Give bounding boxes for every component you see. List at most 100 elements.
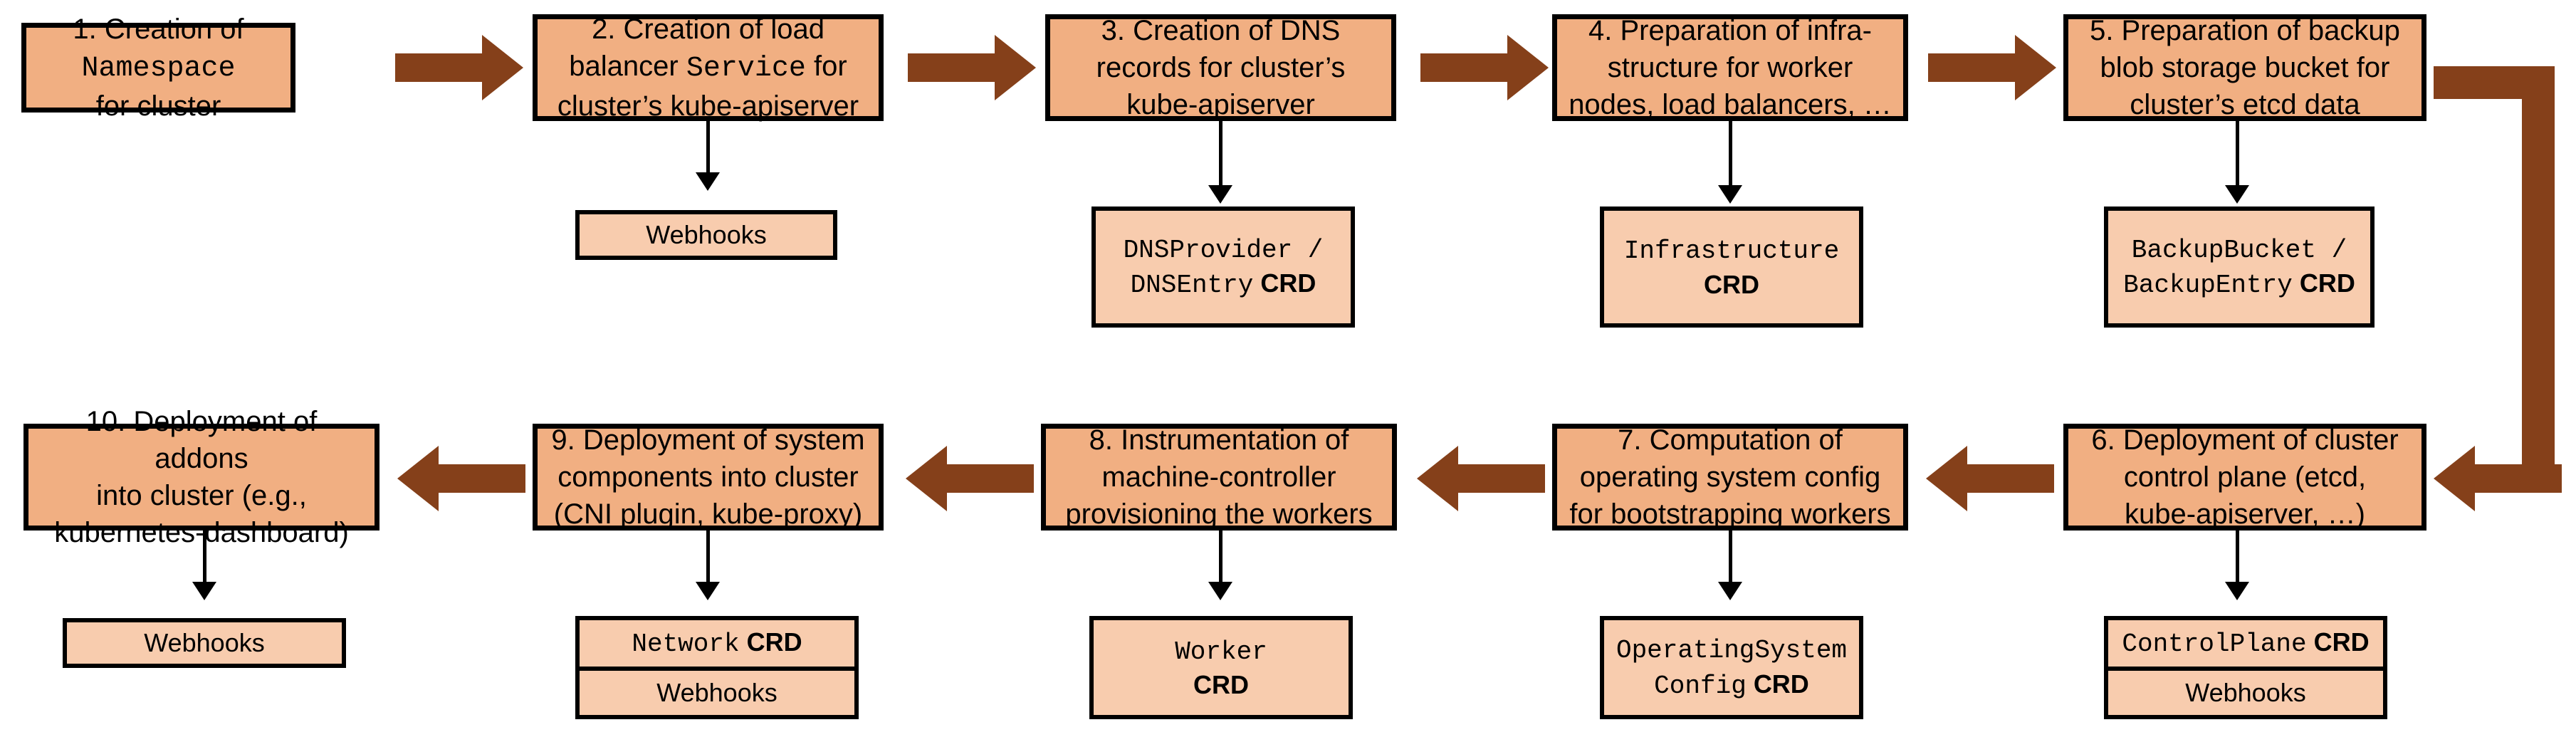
step-3-line-1: 3. Creation of DNS bbox=[1101, 15, 1341, 46]
step-6-line-2: control plane (etcd, bbox=[2123, 461, 2367, 493]
step-9-line-1: 9. Deployment of system bbox=[551, 424, 865, 456]
step-6-text: 6. Deployment of cluster control plane (… bbox=[2075, 422, 2414, 533]
flow-arrow-2-to-3 bbox=[908, 35, 1036, 100]
step-4-line-2: structure for worker bbox=[1607, 52, 1853, 83]
artifact-box-step-6[interactable]: ControlPlane CRD Webhooks bbox=[2104, 616, 2387, 719]
artifact-backup-line-1: BackupBucket / bbox=[2131, 235, 2347, 265]
connector-line-step-10 bbox=[203, 531, 206, 582]
step-5-text: 5. Preparation of backup blob storage bu… bbox=[2075, 12, 2414, 123]
flow-arrow-8-to-9 bbox=[906, 446, 1034, 511]
step-2-line-2-a: balancer bbox=[569, 51, 686, 82]
connector-line-step-4 bbox=[1729, 121, 1732, 185]
step-5-line-1: 5. Preparation of backup bbox=[2090, 15, 2400, 46]
step-2-line-2-c: for bbox=[805, 51, 847, 82]
step-8-text: 8. Instrumentation of machine-controller… bbox=[1053, 422, 1385, 533]
step-box-9[interactable]: 9. Deployment of system components into … bbox=[533, 424, 884, 531]
step-1-text: 1. Creation of Namespace for cluster bbox=[33, 11, 283, 125]
artifact-row-osc-crd: OperatingSystem Config CRD bbox=[1604, 620, 1859, 715]
artifact-osc-line-2-crd: CRD bbox=[1753, 669, 1809, 699]
step-box-2[interactable]: 2. Creation of load balancer Service for… bbox=[533, 14, 884, 122]
step-10-line-2: into cluster (e.g., bbox=[96, 480, 307, 511]
artifact-box-step-5[interactable]: BackupBucket / BackupEntry CRD bbox=[2104, 207, 2375, 328]
step-9-line-2: components into cluster bbox=[557, 461, 859, 493]
step-6-line-1: 6. Deployment of cluster bbox=[2091, 424, 2399, 456]
artifact-box-step-3[interactable]: DNSProvider / DNSEntry CRD bbox=[1091, 207, 1355, 328]
artifact-dns-line-2-name: DNSEntry bbox=[1130, 271, 1254, 300]
step-box-1[interactable]: 1. Creation of Namespace for cluster bbox=[21, 14, 295, 122]
artifact-box-step-2[interactable]: Webhooks bbox=[575, 210, 837, 260]
step-7-line-3: for bootstrapping workers bbox=[1569, 498, 1891, 530]
flow-arrow-1-to-2 bbox=[395, 35, 523, 100]
connector-line-step-7 bbox=[1729, 531, 1732, 582]
artifact-dns-line-2-crd: CRD bbox=[1260, 268, 1316, 298]
step-box-10[interactable]: 10. Deployment of addons into cluster (e… bbox=[23, 406, 379, 548]
connector-arrowhead-step-7 bbox=[1718, 582, 1742, 600]
flow-arrow-7-to-8 bbox=[1417, 446, 1545, 511]
artifact-network-name: Network bbox=[632, 629, 740, 659]
artifact-row-controlplane-crd: ControlPlane CRD bbox=[2108, 620, 2383, 667]
artifact-row-backup-crd: BackupBucket / BackupEntry CRD bbox=[2108, 211, 2370, 323]
artifact-row-webhooks: Webhooks bbox=[144, 627, 265, 657]
step-3-line-3: kube-apiserver bbox=[1126, 89, 1315, 120]
artifact-backup-line-2-name: BackupEntry bbox=[2123, 271, 2293, 300]
artifact-box-step-4[interactable]: Infrastructure CRD bbox=[1600, 207, 1863, 328]
artifact-box-step-8[interactable]: Worker CRD bbox=[1089, 616, 1353, 719]
step-box-5[interactable]: 5. Preparation of backup blob storage bu… bbox=[2063, 14, 2426, 121]
artifact-controlplane-crd: CRD bbox=[2313, 627, 2370, 657]
flow-arrow-6-to-7 bbox=[1926, 446, 2054, 511]
step-8-line-3: provisioning the workers bbox=[1065, 498, 1373, 530]
step-9-line-3: (CNI plugin, kube-proxy) bbox=[553, 498, 863, 530]
artifact-box-step-9[interactable]: Network CRD Webhooks bbox=[575, 616, 859, 719]
artifact-backup-line-2-crd: CRD bbox=[2299, 268, 2355, 298]
artifact-row-webhooks: Webhooks bbox=[2108, 667, 2383, 715]
elbow-vertical-segment-5-to-6 bbox=[2522, 66, 2555, 479]
step-10-line-1: 10. Deployment of addons bbox=[85, 406, 318, 474]
step-5-line-2: blob storage bucket for bbox=[2100, 52, 2390, 83]
step-2-line-2: balancer Service for bbox=[569, 51, 847, 85]
connector-arrowhead-step-4 bbox=[1718, 185, 1742, 204]
step-box-6[interactable]: 6. Deployment of cluster control plane (… bbox=[2063, 424, 2426, 531]
connector-arrowhead-step-6 bbox=[2225, 582, 2249, 600]
artifact-infra-line-2-crd: CRD bbox=[1703, 269, 1759, 299]
flow-arrow-9-to-10 bbox=[397, 446, 525, 511]
step-box-8[interactable]: 8. Instrumentation of machine-controller… bbox=[1041, 424, 1397, 531]
artifact-worker-line-1: Worker bbox=[1175, 637, 1267, 667]
step-9-text: 9. Deployment of system components into … bbox=[545, 422, 871, 533]
step-4-line-3: nodes, load balancers, … bbox=[1569, 89, 1892, 120]
connector-line-step-6 bbox=[2236, 531, 2239, 582]
connector-arrowhead-step-2 bbox=[696, 172, 720, 191]
step-3-line-2: records for cluster’s bbox=[1096, 52, 1346, 83]
artifact-row-webhooks: Webhooks bbox=[646, 219, 767, 249]
artifact-row-dns-crd: DNSProvider / DNSEntry CRD bbox=[1096, 211, 1351, 323]
step-box-7[interactable]: 7. Computation of operating system confi… bbox=[1552, 424, 1908, 531]
flow-arrow-3-to-4 bbox=[1420, 35, 1549, 100]
connector-line-step-5 bbox=[2236, 121, 2239, 185]
artifact-box-step-7[interactable]: OperatingSystem Config CRD bbox=[1600, 616, 1863, 719]
artifact-osc-line-2-name: Config bbox=[1654, 671, 1747, 701]
step-2-text: 2. Creation of load balancer Service for… bbox=[545, 11, 871, 125]
step-7-line-2: operating system config bbox=[1579, 461, 1881, 493]
step-box-3[interactable]: 3. Creation of DNS records for cluster’s… bbox=[1045, 14, 1396, 121]
flow-arrow-4-to-5 bbox=[1928, 35, 2056, 100]
connector-arrowhead-step-9 bbox=[696, 582, 720, 600]
artifact-infra-line-1: Infrastructure bbox=[1623, 236, 1840, 266]
artifact-row-worker-crd: Worker CRD bbox=[1094, 620, 1349, 715]
step-10-line-3: kubernetes-dashboard) bbox=[54, 517, 349, 548]
artifact-network-crd: CRD bbox=[746, 627, 802, 657]
step-7-line-1: 7. Computation of bbox=[1618, 424, 1843, 456]
step-8-line-1: 8. Instrumentation of bbox=[1089, 424, 1349, 456]
artifact-worker-line-2-crd: CRD bbox=[1193, 670, 1249, 699]
artifact-dns-line-1: DNSProvider / bbox=[1123, 235, 1324, 265]
step-2-line-1: 2. Creation of load bbox=[592, 14, 824, 45]
step-3-text: 3. Creation of DNS records for cluster’s… bbox=[1057, 12, 1384, 123]
connector-arrowhead-step-3 bbox=[1208, 185, 1232, 204]
connector-line-step-9 bbox=[706, 531, 710, 582]
step-box-4[interactable]: 4. Preparation of infra- structure for w… bbox=[1552, 14, 1908, 121]
artifact-controlplane-name: ControlPlane bbox=[2122, 629, 2307, 659]
step-2-line-3: cluster’s kube-apiserver bbox=[557, 90, 859, 122]
step-4-text: 4. Preparation of infra- structure for w… bbox=[1564, 12, 1896, 123]
artifact-box-step-10[interactable]: Webhooks bbox=[63, 618, 346, 668]
connector-line-step-2 bbox=[706, 121, 710, 172]
step-7-text: 7. Computation of operating system confi… bbox=[1564, 422, 1896, 533]
